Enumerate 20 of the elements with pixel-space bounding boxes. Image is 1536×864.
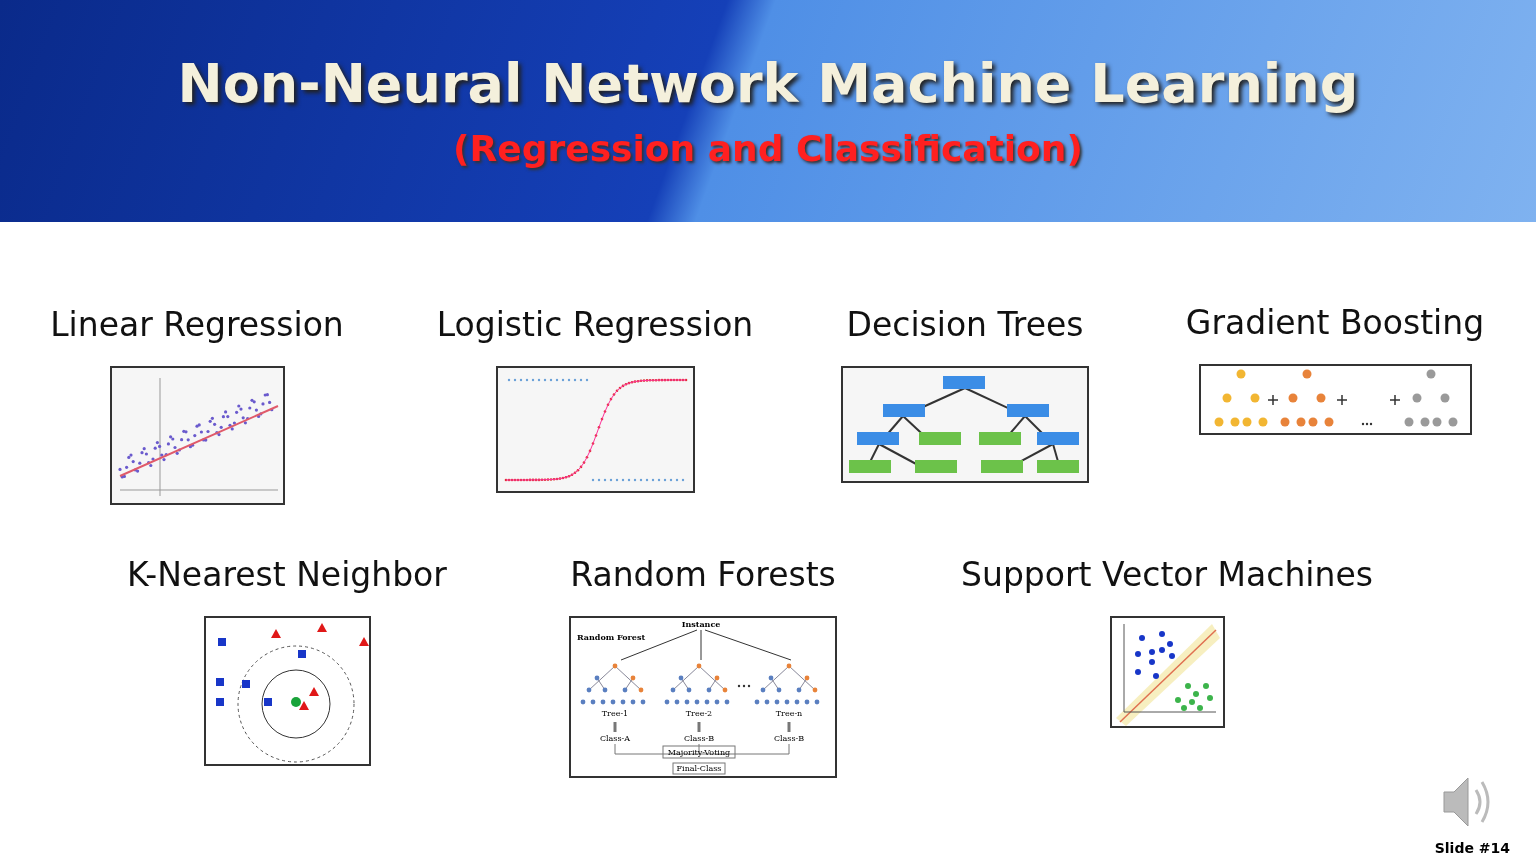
slide-title: Non-Neural Network Machine Learning	[176, 52, 1360, 115]
method-title: Random Forests	[570, 555, 836, 594]
method-title: K-Nearest Neighbor	[127, 555, 447, 594]
method-title: Support Vector Machines	[961, 555, 1373, 594]
method-title: Logistic Regression	[436, 305, 754, 344]
slide-number: Slide #14	[1434, 840, 1510, 856]
drawing-text: Instance	[681, 619, 721, 629]
drawing-text: Class-B	[683, 734, 715, 743]
drawing-text: Random Forest	[577, 632, 646, 642]
drawing-text: Tree-1	[601, 709, 629, 718]
drawing-text: Final-Class	[676, 764, 722, 773]
drawing-text: Tree-n	[775, 709, 803, 718]
drawing-text: Class-A	[599, 734, 631, 743]
drawing-text: Class-B	[773, 734, 805, 743]
method-title: Gradient Boosting	[1185, 303, 1485, 342]
drawing-text: Majority-Voting	[667, 748, 731, 757]
drawing-text: Tree-2	[685, 709, 713, 718]
slide-subtitle: (Regression and Classification)	[452, 128, 1084, 169]
method-title: Linear Regression	[50, 305, 344, 344]
method-title: Decision Trees	[846, 305, 1084, 344]
